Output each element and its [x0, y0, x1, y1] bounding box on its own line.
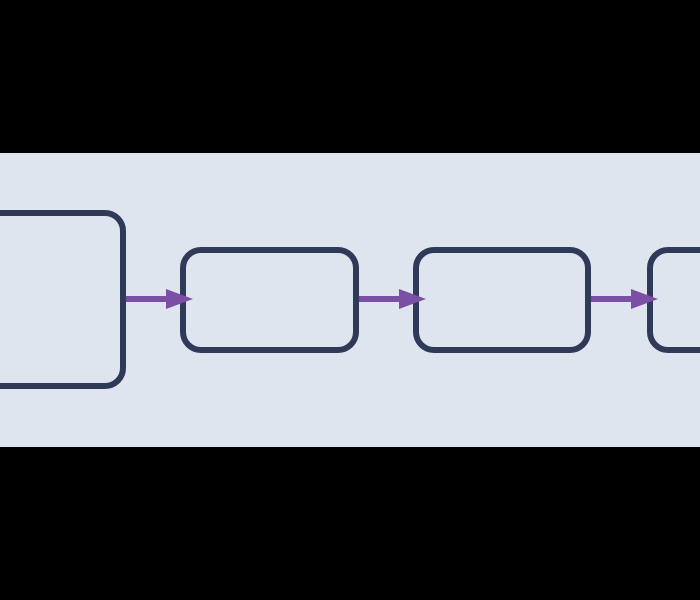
node-2 — [180, 247, 359, 353]
arrowhead-icon — [631, 289, 658, 309]
edge-3-4 — [591, 289, 658, 309]
edge-1-2 — [126, 289, 193, 309]
arrowhead-icon — [399, 289, 426, 309]
edge-2-3 — [359, 289, 426, 309]
node-4 — [647, 247, 700, 353]
node-1 — [0, 210, 126, 389]
arrowhead-icon — [166, 289, 193, 309]
node-3 — [413, 247, 591, 353]
